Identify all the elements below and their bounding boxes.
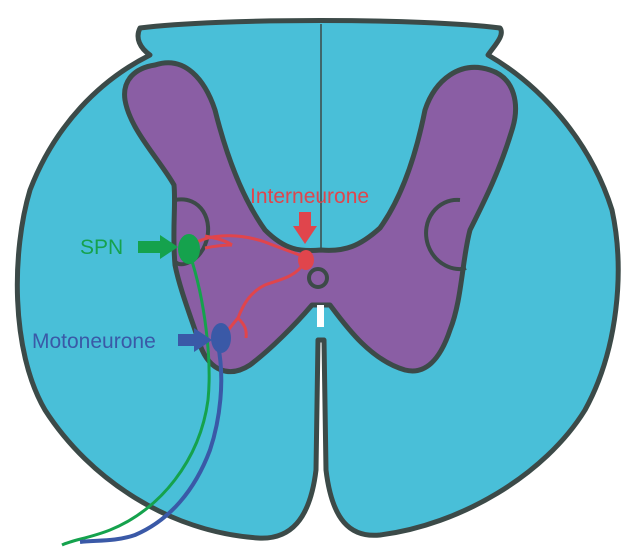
spn-arrow-shaft	[138, 241, 162, 253]
interneurone-arrow-shaft	[299, 212, 311, 228]
spn-cell-body	[178, 234, 200, 264]
ventral-median-fissure	[317, 305, 324, 327]
motoneurone-label: Motoneurone	[32, 330, 156, 353]
motoneurone-cell-body	[211, 323, 231, 353]
interneurone-label: Interneurone	[250, 185, 369, 208]
spn-label: SPN	[80, 236, 123, 259]
interneurone-cell-body	[298, 250, 314, 270]
motoneurone-arrow-shaft	[178, 334, 196, 346]
